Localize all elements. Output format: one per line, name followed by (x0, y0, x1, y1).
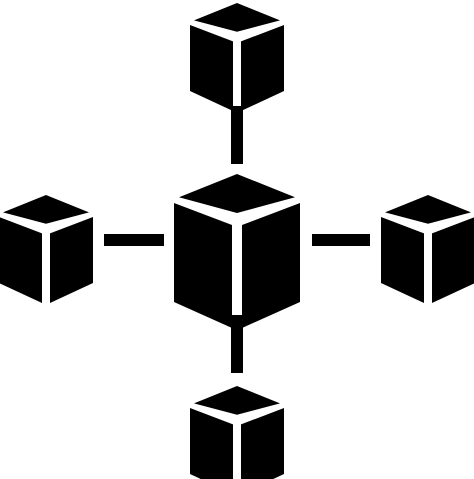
connector-left (104, 234, 164, 246)
block-bottom-icon (190, 386, 284, 479)
block-left-icon (0, 195, 93, 303)
connector-bottom (231, 315, 243, 373)
connector-top (231, 106, 243, 164)
cube-right-face (241, 408, 284, 479)
connector-right (312, 234, 370, 246)
cube-left-face (174, 203, 232, 328)
cube-left-face (381, 217, 424, 303)
cube-right-face (432, 217, 474, 303)
cube-right-face (241, 25, 284, 111)
block-top-icon (190, 3, 284, 111)
cube-right-face (50, 217, 93, 303)
cube-top-face (385, 195, 471, 224)
cube-left-face (190, 408, 233, 479)
cube-left-face (190, 25, 233, 111)
cube-top-face (179, 174, 295, 213)
block-center-icon (174, 174, 300, 328)
cube-top-face (194, 3, 280, 32)
cube-right-face (242, 203, 300, 328)
block-right-icon (381, 195, 474, 303)
cube-top-face (194, 386, 280, 415)
blocks (0, 3, 474, 479)
cube-top-face (3, 195, 89, 224)
connectors (104, 106, 370, 373)
cube-left-face (0, 217, 42, 303)
